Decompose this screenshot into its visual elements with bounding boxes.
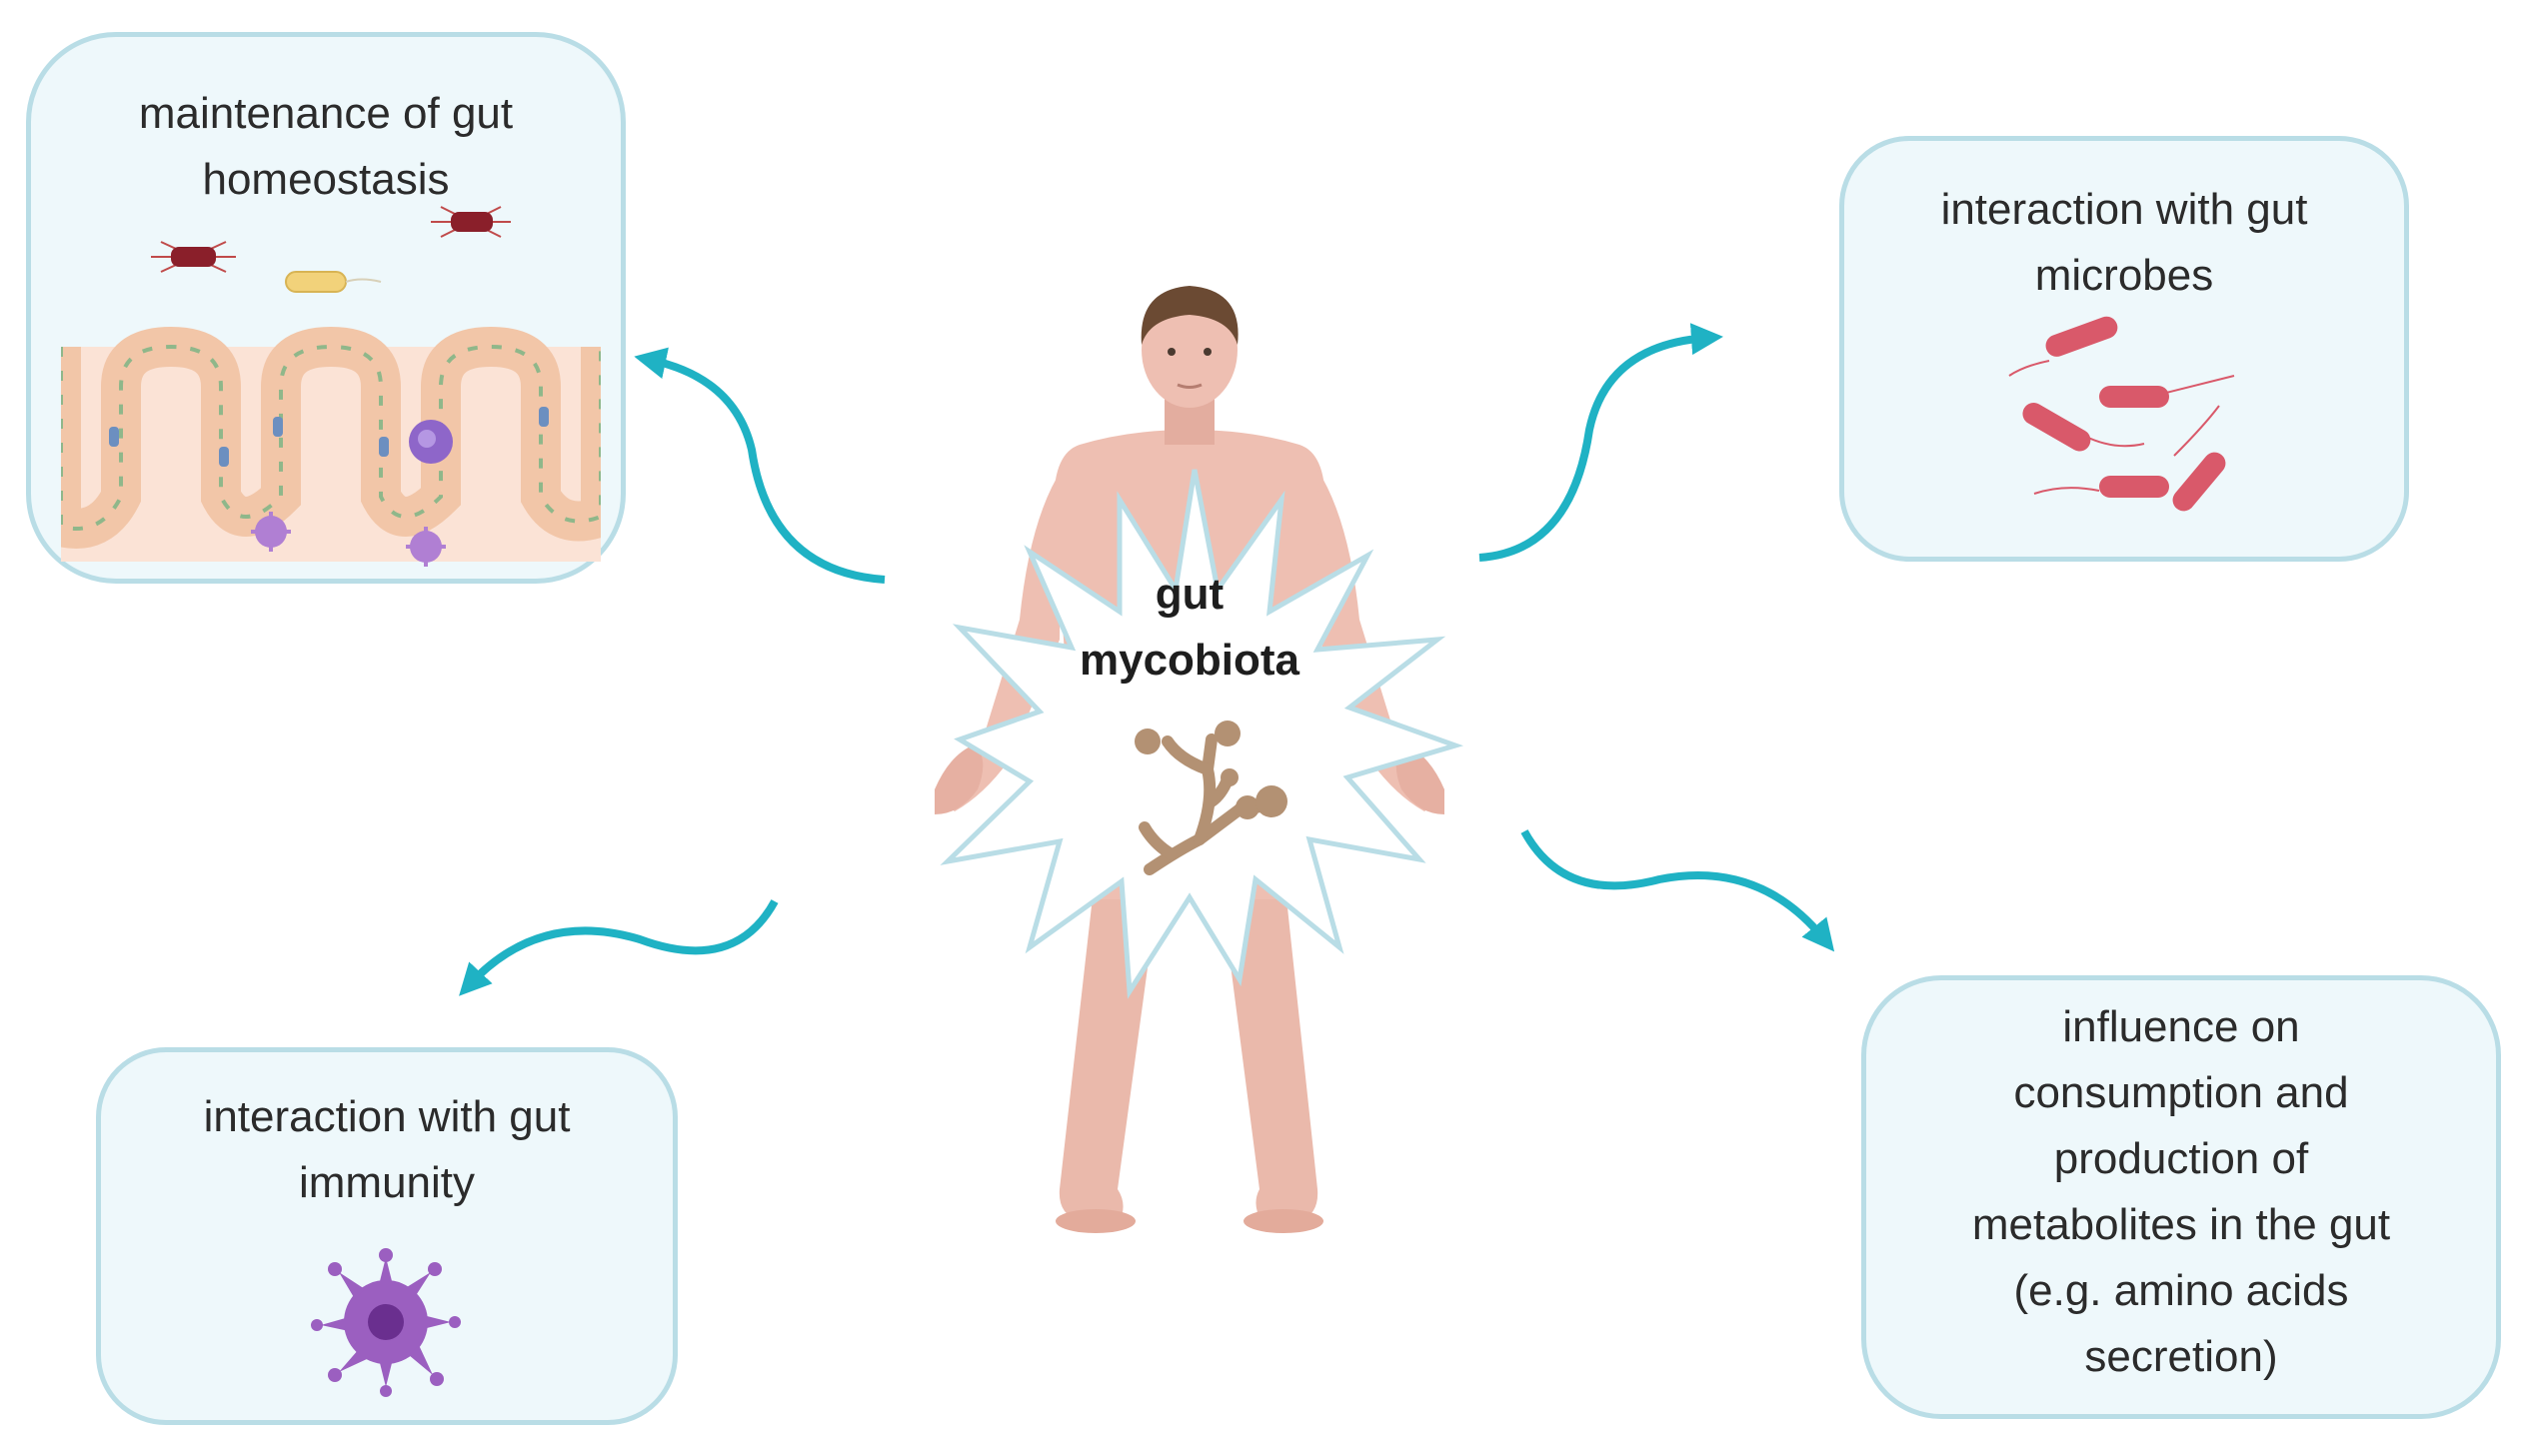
metabolites-label: influence on consumption and production …	[1971, 1002, 2391, 1381]
dendritic-cell-icon	[311, 1248, 461, 1397]
immunity-box: interaction with gut immunity	[96, 1047, 678, 1425]
center-label: gut mycobiota	[1079, 570, 1300, 685]
homeostasis-label: maintenance of gut homeostasis	[138, 89, 514, 204]
rod-bacteria-icon	[2008, 316, 2235, 512]
homeostasis-box: maintenance of gut homeostasis	[26, 32, 626, 584]
arrow-to-metabolites	[1520, 829, 1835, 952]
arrow-to-homeostasis	[634, 347, 886, 584]
metabolites-box: influence on consumption and production …	[1861, 975, 2501, 1419]
intestinal-villi-icon	[61, 206, 601, 567]
immunity-label: interaction with gut immunity	[203, 1092, 571, 1207]
arrow-to-immunity	[459, 899, 779, 996]
microbes-box: interaction with gut microbes	[1839, 136, 2409, 562]
starburst-icon	[940, 469, 1464, 999]
arrow-to-microbes	[1478, 323, 1723, 562]
microbes-label: interaction with gut microbes	[1940, 185, 2308, 300]
